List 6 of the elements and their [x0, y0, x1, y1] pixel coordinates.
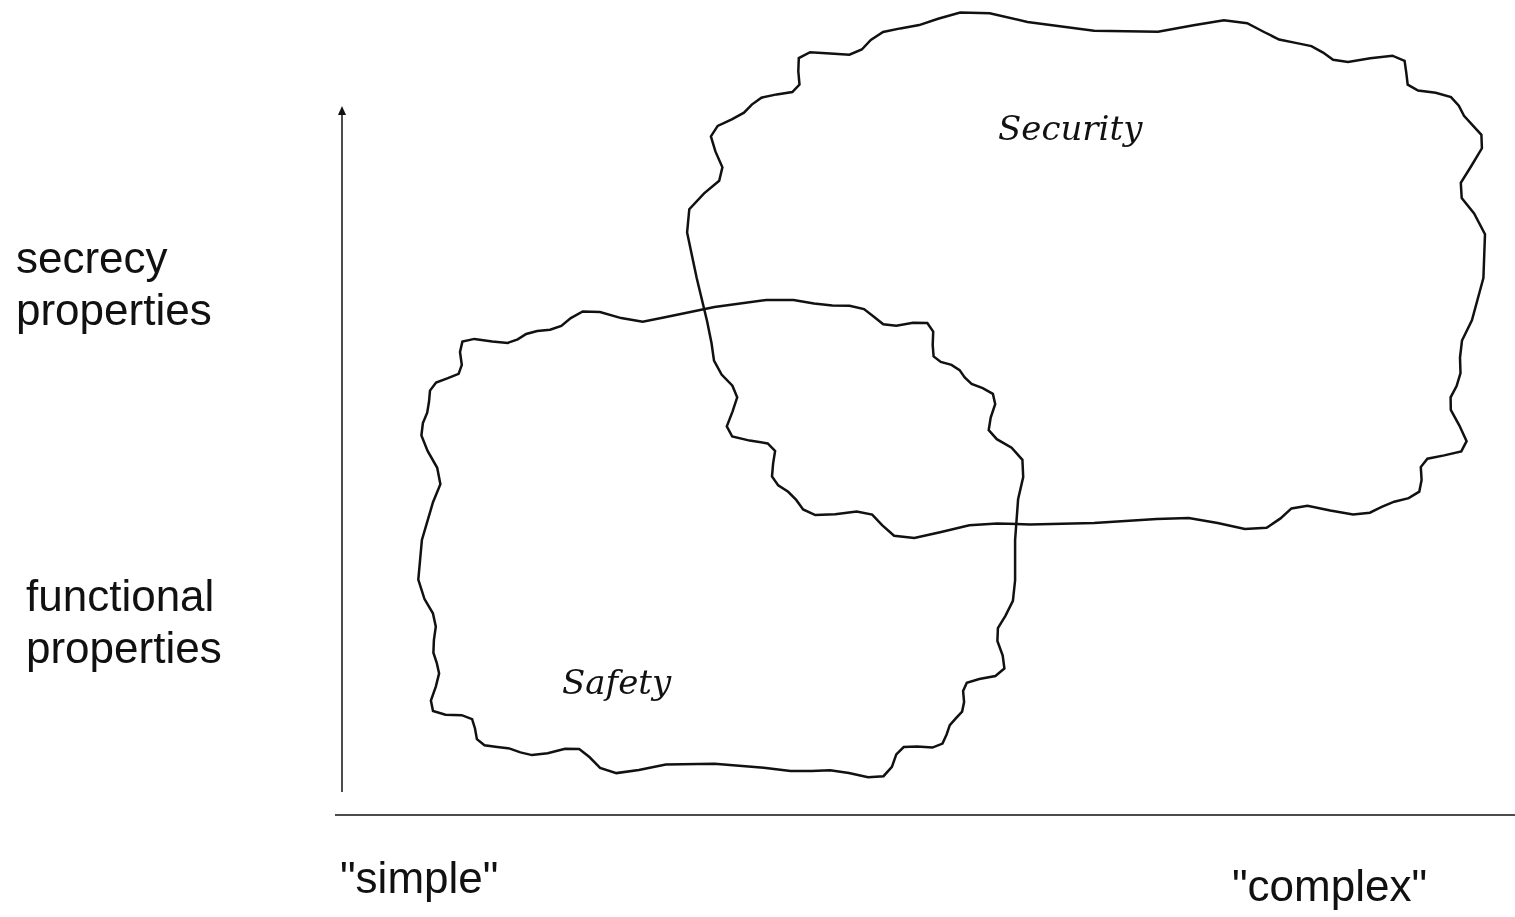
- handwritten-label: Security: [998, 108, 1143, 148]
- axis-label: "simple": [340, 852, 499, 904]
- axis-label: functional properties: [26, 570, 223, 674]
- axis-label: "complex": [1232, 860, 1428, 912]
- handwritten-label: Safety: [562, 662, 672, 702]
- axis-label: secrecy properties: [16, 232, 213, 336]
